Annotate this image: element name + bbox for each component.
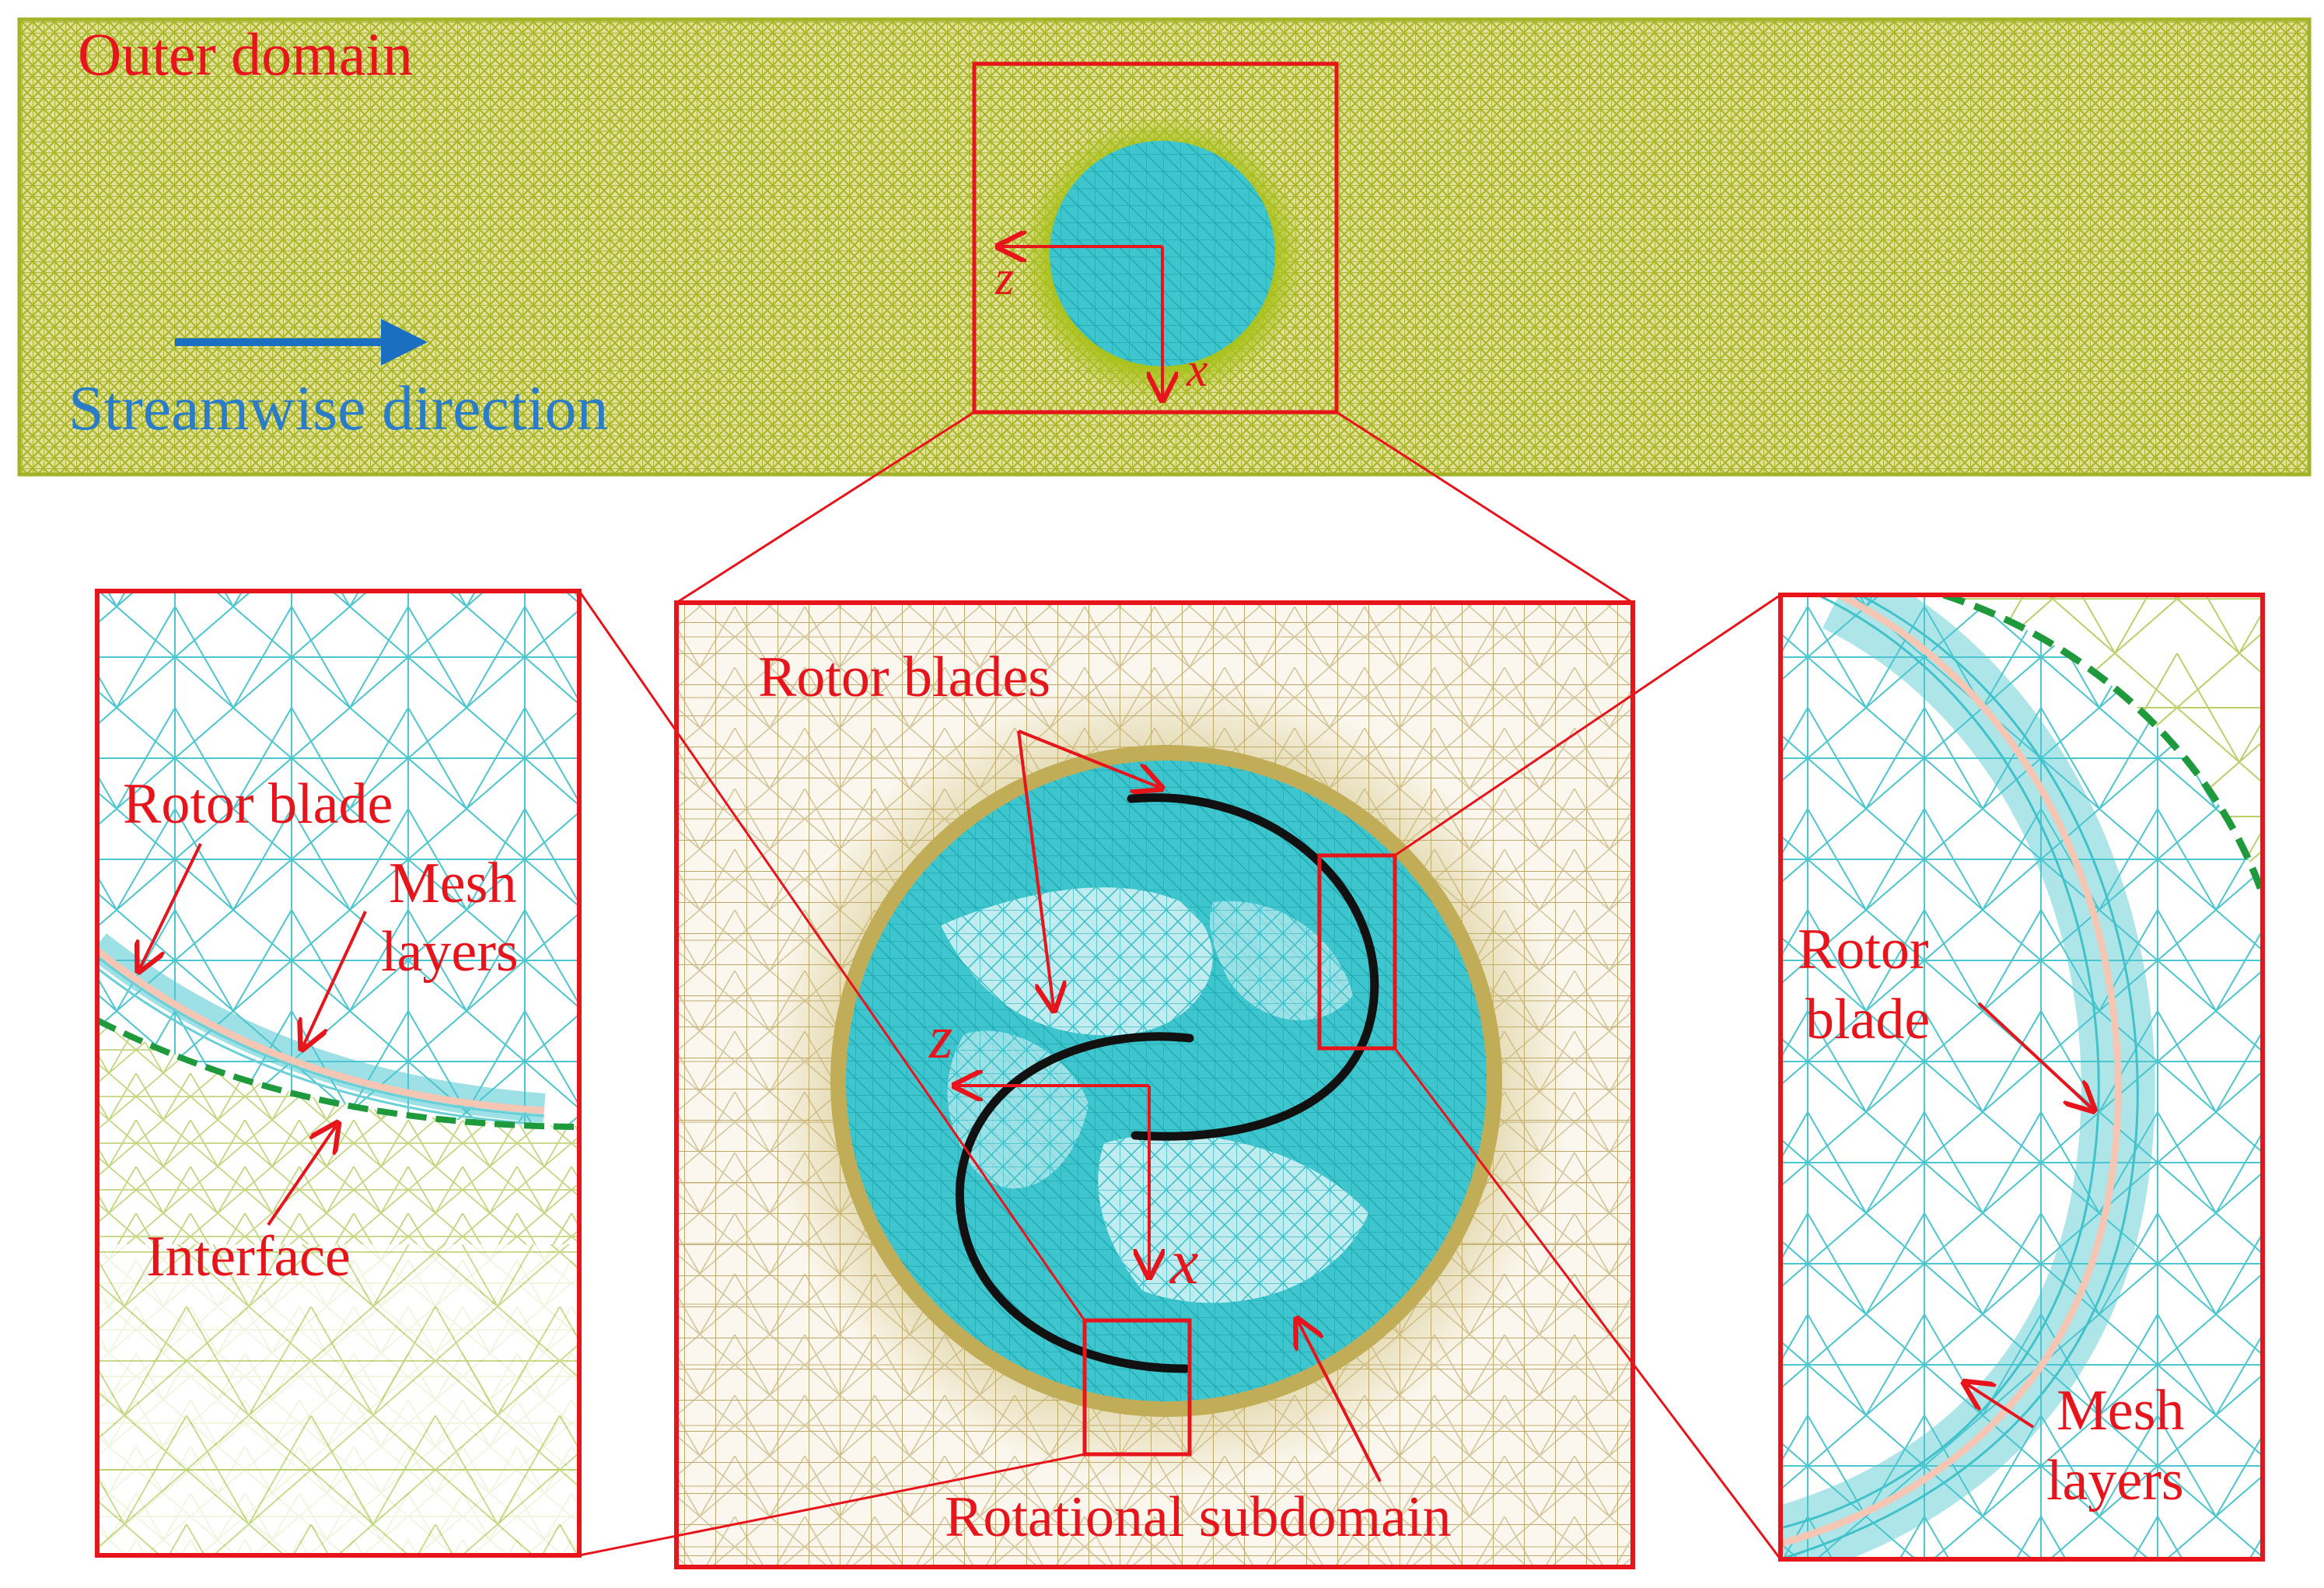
zoom-connectors-top: [676, 411, 1634, 604]
rotor-blades-label: Rotor blades: [758, 645, 1050, 709]
zoom-box-interface: [1082, 1318, 1192, 1457]
right-mesh-label: Mesh: [2057, 1379, 2184, 1443]
zoom-box-top: [972, 61, 1339, 414]
axes-top: z x: [994, 247, 1208, 397]
right-rotor-label: Rotor: [1798, 918, 1929, 981]
interface-detail-panel: Rotor blade Mesh layers Interface: [95, 589, 582, 1558]
outer-domain-label: Outer domain: [78, 20, 413, 88]
left-rotor-blade-label: Rotor blade: [123, 772, 393, 836]
blade-surface-detail-panel: Rotor blade Mesh layers: [1778, 593, 2265, 1562]
rotor-blade-2: [955, 1032, 1194, 1373]
interface-label: Interface: [146, 1225, 351, 1289]
zoom-connectors-side: [578, 590, 1782, 1560]
left-mesh-label: Mesh: [389, 852, 516, 915]
axis-z-label-top: z: [994, 252, 1014, 305]
rotational-subdomain-label: Rotational subdomain: [945, 1485, 1452, 1549]
right-blade-label: blade: [1805, 988, 1930, 1051]
rotational-subdomain-panel: z x Rotor blades Rotational subdomain: [674, 600, 1635, 1569]
left-layers-label: layers: [381, 920, 519, 984]
zoom-box-blade-surface: [1317, 853, 1397, 1051]
streamwise-direction-label: Streamwise direction: [68, 373, 609, 443]
axes-middle: z x: [928, 1003, 1198, 1297]
axis-x-label-top: x: [1186, 344, 1208, 397]
rotor-blade-1: [1127, 793, 1379, 1141]
interface-line: [97, 1017, 579, 1130]
right-layers-label: layers: [2046, 1449, 2184, 1513]
axis-z-label: z: [928, 1003, 952, 1071]
axis-x-label: x: [1169, 1226, 1198, 1297]
outer-domain-panel: z x Outer domain Streamwise direction: [17, 17, 2312, 477]
